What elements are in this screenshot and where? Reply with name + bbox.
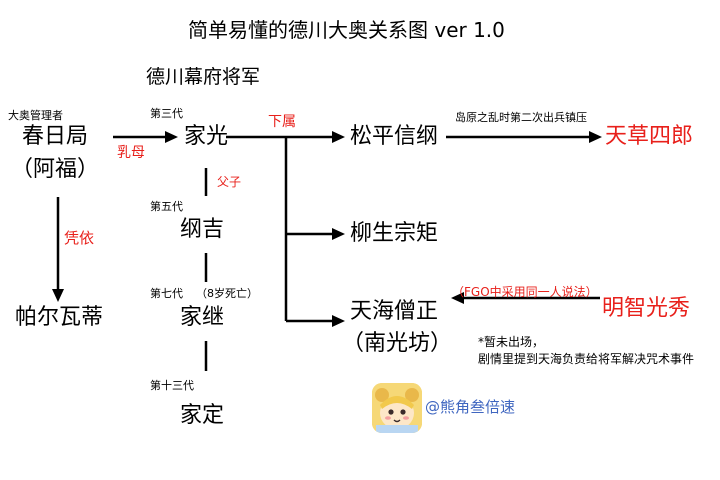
node-iesada: 家定 bbox=[180, 403, 225, 428]
gen13-label: 第十三代 bbox=[150, 379, 194, 392]
avatar-image bbox=[372, 383, 422, 433]
shimabara-note: 岛原之乱时第二次出兵镇压 bbox=[455, 111, 587, 124]
label-rely: 凭依 bbox=[64, 229, 95, 247]
node-ietsugu: 家继 bbox=[180, 305, 225, 330]
gen7-note: （8岁死亡） bbox=[196, 287, 258, 300]
node-kasuga-alias: （阿福） bbox=[11, 157, 100, 182]
page-title: 简单易懂的德川大奥关系图 ver 1.0 bbox=[188, 18, 505, 42]
footnote-line2: 剧情里提到天海负责给将军解决咒术事件 bbox=[478, 352, 695, 366]
label-subordinate: 下属 bbox=[268, 114, 296, 130]
arrowhead bbox=[332, 315, 345, 327]
node-kasuga: 春日局 bbox=[22, 124, 89, 149]
node-parvati: 帕尔瓦蒂 bbox=[15, 305, 104, 330]
node-iemitsu: 家光 bbox=[184, 124, 229, 149]
gen7-label: 第七代 bbox=[150, 287, 183, 300]
node-mitsuhide: 明智光秀 bbox=[602, 296, 691, 321]
footnote-line1: *暂未出场， bbox=[478, 335, 545, 349]
arrowhead bbox=[589, 131, 602, 143]
gen3-label: 第三代 bbox=[150, 107, 183, 120]
label-father-son: 父子 bbox=[217, 175, 242, 189]
section-title: 德川幕府将军 bbox=[146, 66, 261, 88]
node-yagyu: 柳生宗矩 bbox=[350, 221, 439, 246]
arrowhead bbox=[451, 292, 464, 304]
arrowhead bbox=[332, 131, 345, 143]
watermark-text: @熊角叁倍速 bbox=[425, 398, 516, 416]
arrowhead bbox=[52, 289, 64, 302]
arrowhead bbox=[165, 131, 178, 143]
gen5-label: 第五代 bbox=[150, 200, 183, 213]
node-matsudaira: 松平信纲 bbox=[350, 124, 439, 149]
arrowhead bbox=[332, 228, 345, 240]
fgo-note: （FGO中采用同一人说法） bbox=[452, 285, 598, 299]
node-tenkai: 天海僧正 bbox=[350, 299, 439, 324]
role-label: 大奥管理者 bbox=[8, 109, 63, 122]
label-nursing: 乳母 bbox=[117, 145, 145, 161]
node-amakusa: 天草四郎 bbox=[605, 124, 694, 149]
node-tenkai-alias: （南光坊） bbox=[342, 331, 453, 356]
node-tsunayoshi: 纲吉 bbox=[180, 217, 225, 242]
